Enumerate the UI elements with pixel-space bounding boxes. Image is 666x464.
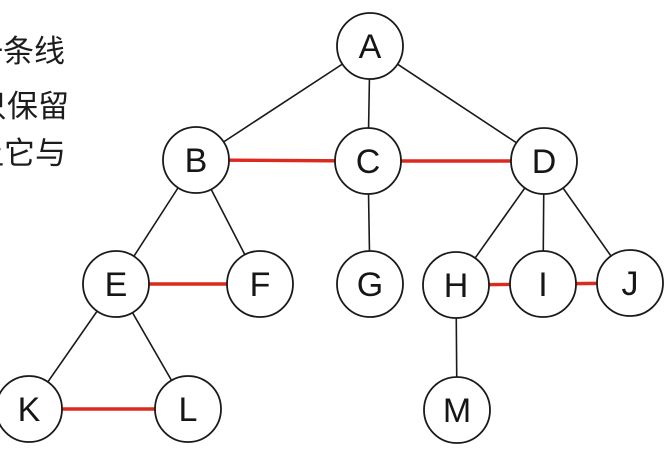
side-text-line-1: 一条线	[0, 34, 65, 70]
node-G: G	[336, 250, 404, 318]
nodes-layer: A B C D E F G H I J K L M	[0, 12, 664, 444]
node-circle-C	[334, 127, 402, 195]
node-label-L: L	[179, 391, 198, 429]
node-B: B	[162, 126, 230, 194]
node-label-F: F	[250, 266, 271, 304]
node-label-J: J	[622, 265, 639, 303]
node-circle-I	[509, 250, 577, 318]
node-circle-L	[154, 375, 222, 443]
edges-layer	[28, 45, 631, 411]
side-text-visible: 条线	[3, 34, 65, 69]
node-H: H	[422, 251, 490, 319]
node-C: C	[334, 127, 402, 195]
node-circle-D	[510, 127, 578, 195]
node-label-M: M	[443, 392, 471, 430]
node-J: J	[596, 249, 664, 317]
node-circle-J	[596, 249, 664, 317]
node-circle-H	[422, 251, 490, 319]
edge-A-D	[369, 45, 545, 162]
edge-A-B	[195, 45, 371, 161]
side-text-visible: 它与	[4, 136, 66, 171]
node-I: I	[509, 250, 577, 318]
side-text-clipped-char: 让	[0, 136, 4, 171]
node-circle-E	[82, 250, 150, 318]
node-label-I: I	[538, 266, 547, 304]
node-F: F	[226, 250, 294, 318]
node-circle-F	[226, 250, 294, 318]
node-circle-K	[0, 375, 63, 443]
node-circle-A	[336, 12, 404, 80]
side-text-line-3: 让它与	[0, 136, 66, 172]
side-text-clipped-char: 一	[0, 34, 3, 69]
node-label-C: C	[356, 143, 381, 181]
side-text-line-2: 只保留	[0, 89, 69, 125]
node-circle-B	[162, 126, 230, 194]
node-M: M	[423, 376, 491, 444]
node-label-E: E	[105, 266, 128, 304]
node-label-D: D	[532, 143, 557, 181]
node-label-H: H	[444, 267, 469, 305]
node-label-A: A	[359, 28, 382, 66]
node-D: D	[510, 127, 578, 195]
node-K: K	[0, 375, 63, 443]
node-label-B: B	[185, 142, 208, 180]
side-text-visible: 保留	[7, 89, 69, 124]
node-label-G: G	[357, 266, 383, 304]
node-L: L	[154, 375, 222, 443]
side-text-clipped-char: 只	[0, 89, 7, 124]
node-E: E	[82, 250, 150, 318]
node-circle-M	[423, 376, 491, 444]
node-circle-G	[336, 250, 404, 318]
node-A: A	[336, 12, 404, 80]
node-label-K: K	[18, 391, 41, 429]
